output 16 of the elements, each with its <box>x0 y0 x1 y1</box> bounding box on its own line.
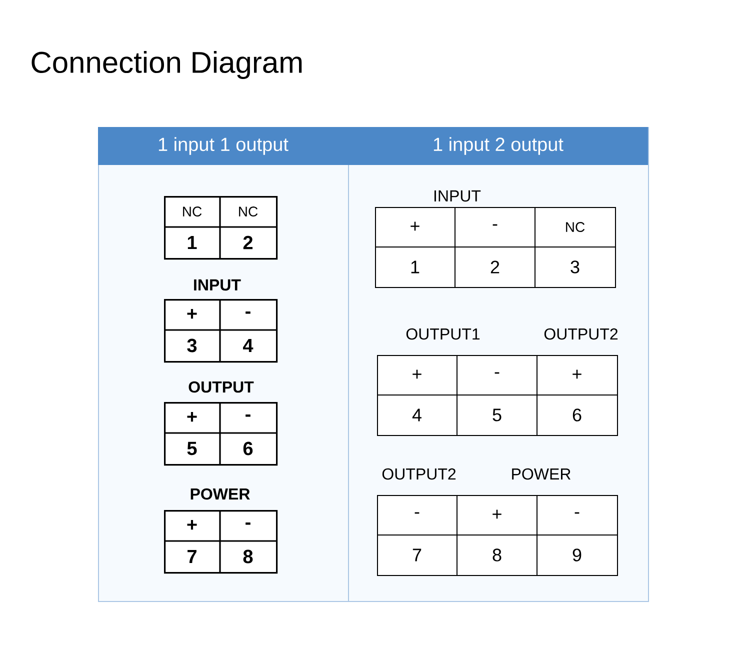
terminal-block: + - 5 6 <box>164 402 278 466</box>
terminal-block: + - 3 4 <box>164 299 278 363</box>
terminal-block: + - NC 1 2 3 <box>374 206 616 288</box>
terminal-group-label: INPUT <box>434 190 481 202</box>
terminal-group-label: POWER <box>190 488 250 500</box>
terminal-block: - + - 7 8 9 <box>376 494 618 576</box>
terminal-block: + - 7 8 <box>164 510 278 574</box>
terminal-group-label: OUTPUT <box>188 381 254 393</box>
terminal-block: + - + 4 5 6 <box>376 354 618 436</box>
terminal-group-label: OUTPUT1 <box>406 328 480 340</box>
terminal-block: NC NC 1 2 <box>164 196 278 260</box>
terminal-group-label: OUTPUT2 <box>382 468 456 480</box>
terminal-group-label: OUTPUT2 <box>544 328 618 340</box>
terminal-group-label: INPUT <box>194 279 241 291</box>
title: Connection Diagram <box>32 51 302 79</box>
terminal-group-label: POWER <box>512 468 570 480</box>
